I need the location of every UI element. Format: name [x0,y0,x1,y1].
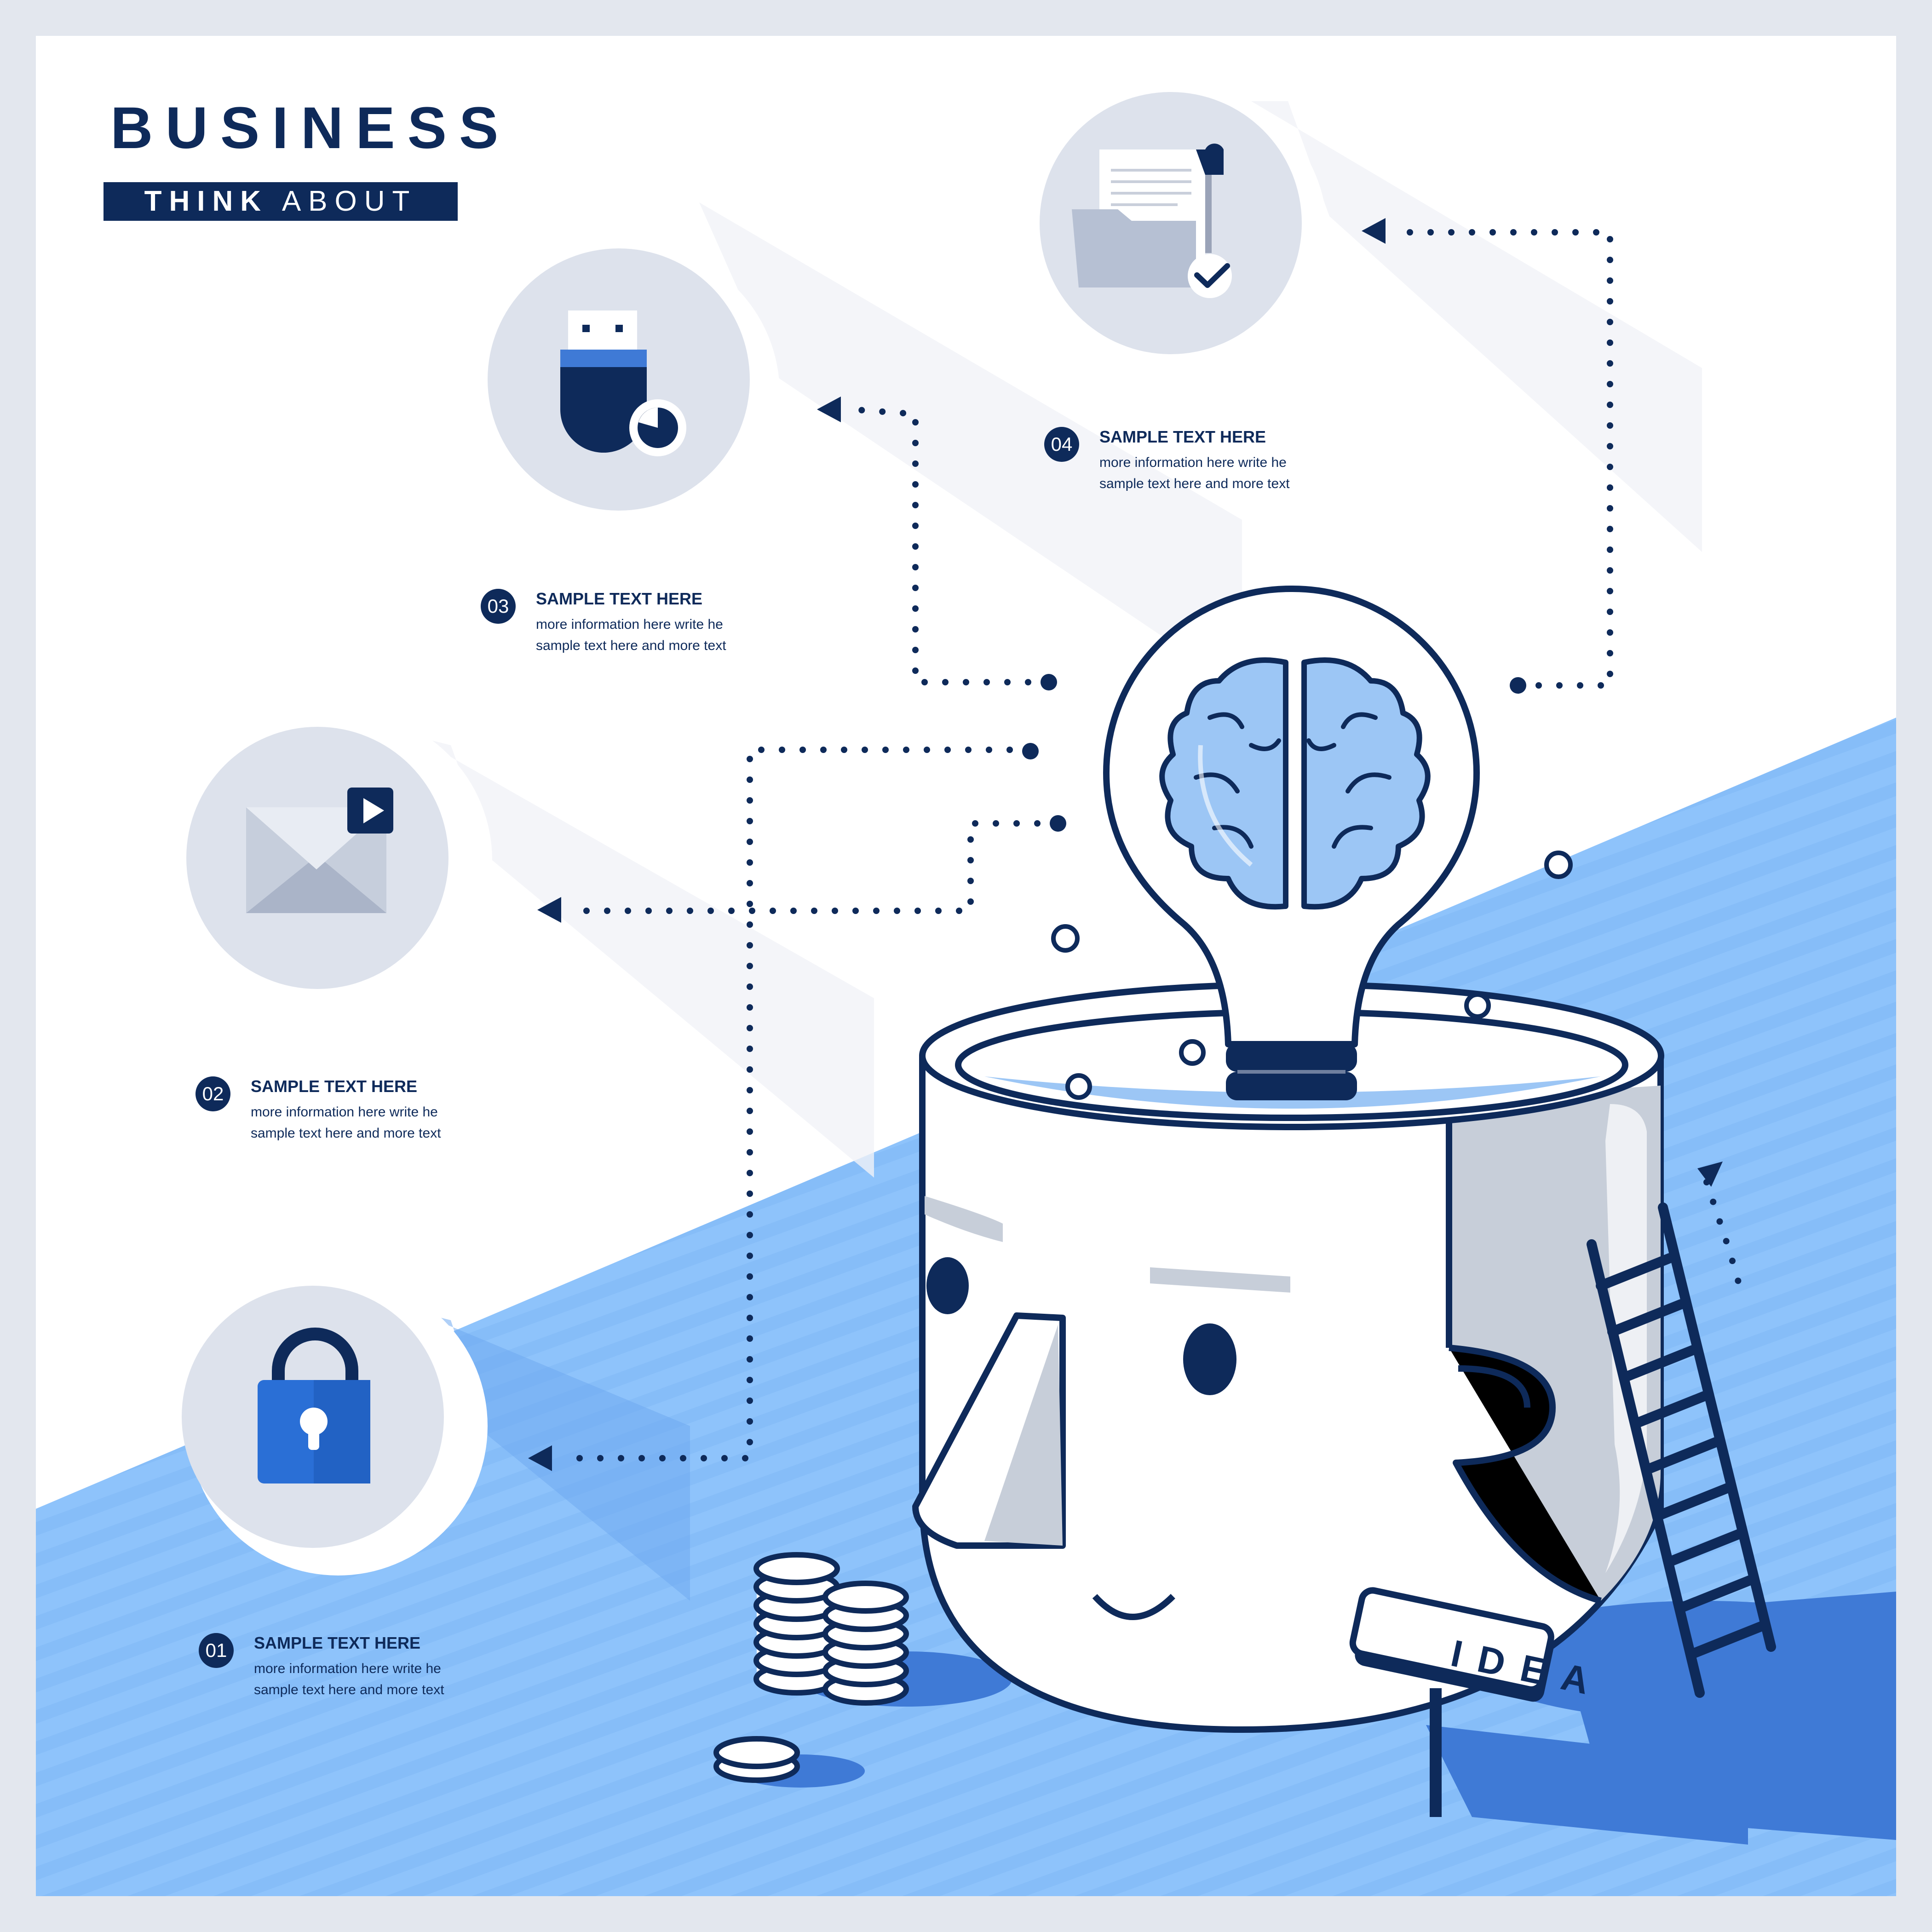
step-description-line2: sample text here and more text [536,638,726,653]
ladder-icon [1587,1202,1776,1698]
step-description-line1: more information here write he [254,1661,441,1676]
step-description-line2: sample text here and more text [1099,476,1290,491]
step-number-badge: 02 [196,1076,230,1111]
step-title: SAMPLE TEXT HERE [251,1077,418,1096]
head-icon [912,981,1664,1733]
step-title: SAMPLE TEXT HERE [536,589,703,608]
decor-circles [1051,851,1573,953]
arrow-03 [817,397,841,422]
connector-02 [572,820,1061,914]
connector-01 [567,747,1034,1461]
arrow-01 [528,1445,552,1471]
step-description-line1: more information here write he [1099,455,1287,470]
step-number-badge: 01 [199,1633,234,1668]
subtitle-light: ABOUT [282,185,417,217]
coin-stack-icon [713,1552,909,1783]
step-title: SAMPLE TEXT HERE [254,1633,421,1652]
brain-icon [1159,657,1431,910]
idea-sign [1349,1587,1554,1817]
email-video-icon [246,788,393,913]
subtitle-bold: THINK [144,185,268,217]
step-description-line1: more information here write he [536,617,723,632]
icon-circle-02 [186,711,492,1010]
step-number-badge: 03 [481,589,516,624]
circle-shadow [1251,101,1702,552]
step-description-line2: sample text here and more text [251,1126,441,1141]
coin-single [713,1736,800,1783]
step-title: SAMPLE TEXT HERE [1099,427,1266,446]
padlock-icon [258,1328,370,1484]
icon-circle-04 [1028,83,1327,382]
arrow-02 [537,897,561,923]
step-description-line2: sample text here and more text [254,1682,444,1697]
folder-document-icon [1072,144,1232,298]
circle-shadow [414,736,874,1178]
step-description-line1: more information here write he [251,1104,438,1120]
icon-circle-03 [481,244,780,543]
connector-nodes [528,218,1723,1471]
page-subtitle: THINK ABOUT [104,182,458,221]
sign-shadow [1426,1725,1748,1845]
usb-drive-icon [560,310,686,456]
connector-lines [567,229,1742,1461]
connector-03 [848,406,1052,685]
circle-shadow [699,202,1242,690]
ladder-shadow [1472,1601,1896,1720]
coin-stack-right [822,1581,909,1706]
page-title: BUSINESS [110,95,511,161]
icon-circle-01 [182,1276,488,1576]
step-number-badge: 04 [1044,427,1079,462]
arrow-04 [1362,218,1386,244]
arrow-ladder [1697,1162,1723,1187]
